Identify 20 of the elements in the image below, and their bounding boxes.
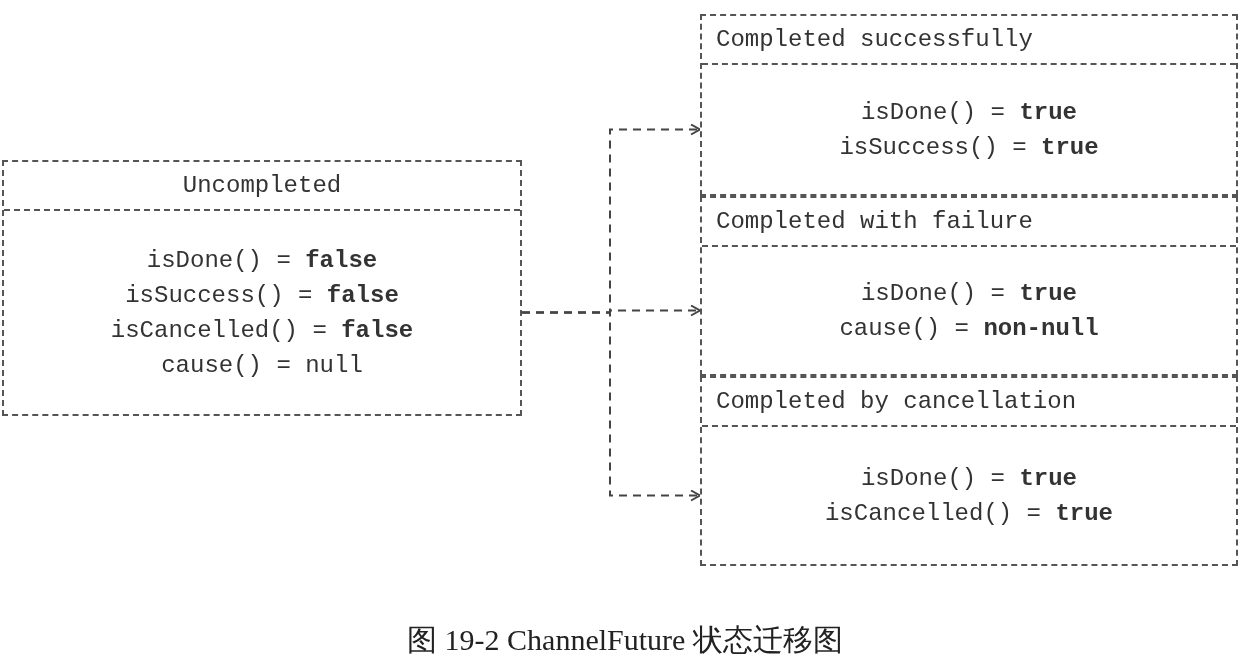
figure-caption: 图 19-2 ChannelFuture 状态迁移图 — [406, 622, 844, 658]
state-box — [700, 14, 1238, 196]
state-title: Uncompleted — [4, 162, 520, 211]
property-text: cause() = non-null — [839, 314, 1099, 342]
property-text: isSuccess() = true — [839, 133, 1099, 161]
dashed-arrow — [521, 311, 701, 502]
property-text: isDone() = true — [860, 279, 1077, 307]
property-text: isDone() = true — [860, 98, 1077, 126]
state-title: Completed successfully — [702, 16, 1236, 65]
state-box — [700, 196, 1238, 376]
property-text: isCancelled() = false — [110, 316, 414, 344]
property-text: cause() = null — [161, 351, 363, 379]
state-title: Completed by cancellation — [702, 378, 1236, 427]
state-box — [2, 160, 522, 416]
property-text: isCancelled() = true — [824, 499, 1113, 527]
property-text: isDone() = true — [860, 464, 1077, 492]
property-text: isDone() = false — [146, 246, 378, 274]
state-title: Completed with failure — [702, 198, 1236, 247]
property-text: isSuccess() = false — [125, 281, 399, 309]
state-box — [700, 376, 1238, 566]
